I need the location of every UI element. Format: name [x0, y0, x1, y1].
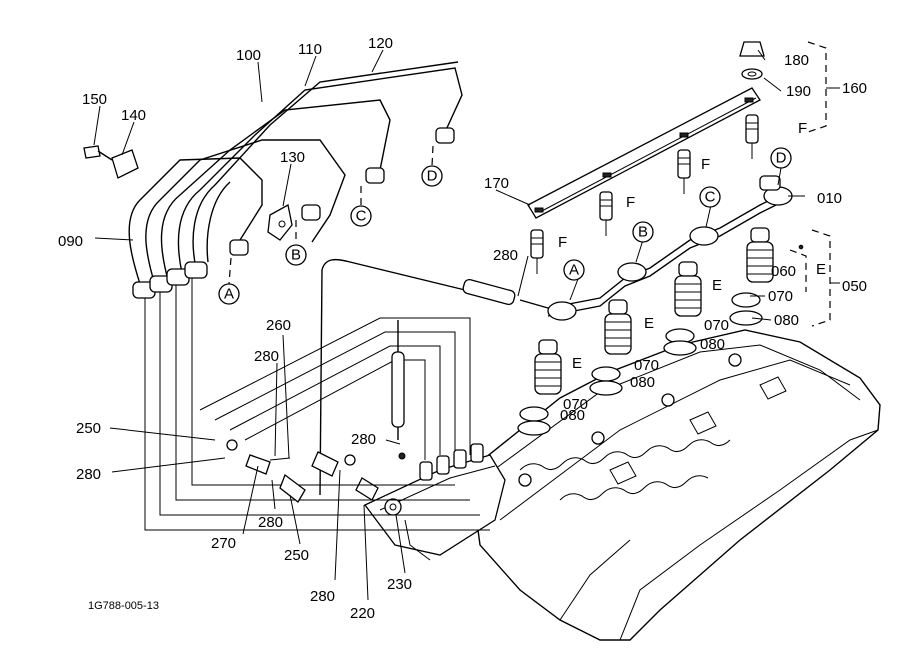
component-letters: F F F F E E E E F E	[558, 120, 826, 372]
part-labels: 150 140 100 110 120 130 090 180 190 160 …	[58, 35, 867, 622]
part-label-190: 190	[786, 83, 811, 100]
part-label-170: 170	[484, 175, 509, 192]
part-label-070: 070	[634, 357, 659, 374]
injectors	[517, 227, 774, 436]
return-pipe	[226, 258, 549, 503]
pipe-clamp	[83, 145, 293, 241]
component-letter-e: E	[644, 315, 654, 332]
part-label-070: 070	[563, 396, 588, 413]
part-label-090: 090	[58, 233, 83, 250]
part-label-080: 080	[560, 407, 585, 424]
part-label-070: 070	[704, 317, 729, 334]
part-label-060: 060	[771, 263, 796, 280]
part-label-150: 150	[82, 91, 107, 108]
part-label-250: 250	[76, 420, 101, 437]
part-label-100: 100	[236, 47, 261, 64]
component-letter-e: E	[572, 355, 582, 372]
group-brackets	[789, 41, 840, 327]
nozzle-holders	[530, 41, 765, 274]
pipe-fittings	[132, 127, 455, 299]
part-label-280: 280	[310, 588, 335, 605]
part-label-280: 280	[254, 348, 279, 365]
part-label-140: 140	[121, 107, 146, 124]
part-label-110: 110	[298, 41, 322, 58]
component-letter-e: E	[712, 277, 722, 294]
part-label-280: 280	[351, 431, 376, 448]
component-letter-f: F	[558, 234, 567, 251]
part-label-180: 180	[784, 52, 809, 69]
connection-letter-a: A	[224, 286, 234, 303]
component-letter-f: F	[701, 156, 710, 173]
part-label-270: 270	[211, 535, 236, 552]
part-label-250: 250	[284, 547, 309, 564]
part-label-010: 010	[817, 190, 842, 207]
part-label-280: 280	[493, 247, 518, 264]
part-label-080: 080	[774, 312, 799, 329]
part-label-120: 120	[368, 35, 393, 52]
leak-off-pipe	[547, 175, 793, 321]
connection-letter-d: D	[427, 168, 438, 185]
connection-letter-b: B	[638, 224, 648, 241]
component-letter-e: E	[816, 261, 826, 278]
part-label-070: 070	[768, 288, 793, 305]
part-label-260: 260	[266, 317, 291, 334]
nozzle-holder-rail	[527, 87, 761, 219]
component-letter-f: F	[798, 120, 807, 137]
drawing-code: 1G788-005-13	[88, 600, 159, 612]
injection-pipes	[128, 61, 490, 531]
connection-letter-a: A	[569, 262, 579, 279]
part-label-230: 230	[387, 576, 412, 593]
part-label-280: 280	[258, 514, 283, 531]
engine-block	[469, 329, 881, 641]
connection-letter-b: B	[291, 247, 301, 264]
connection-letter-c: C	[705, 189, 716, 206]
part-label-220: 220	[350, 605, 375, 622]
part-label-080: 080	[630, 374, 655, 391]
part-label-130: 130	[280, 149, 305, 166]
connection-letter-c: C	[356, 208, 367, 225]
leader-lines	[93, 49, 805, 601]
connection-markers: A B C D A B C D	[218, 145, 792, 305]
part-label-280: 280	[76, 466, 101, 483]
part-label-080: 080	[700, 336, 725, 353]
component-letter-f: F	[626, 194, 635, 211]
connection-letter-d: D	[776, 150, 787, 167]
part-label-160: 160	[842, 80, 867, 97]
injection-pump	[355, 443, 506, 561]
part-label-050: 050	[842, 278, 867, 295]
